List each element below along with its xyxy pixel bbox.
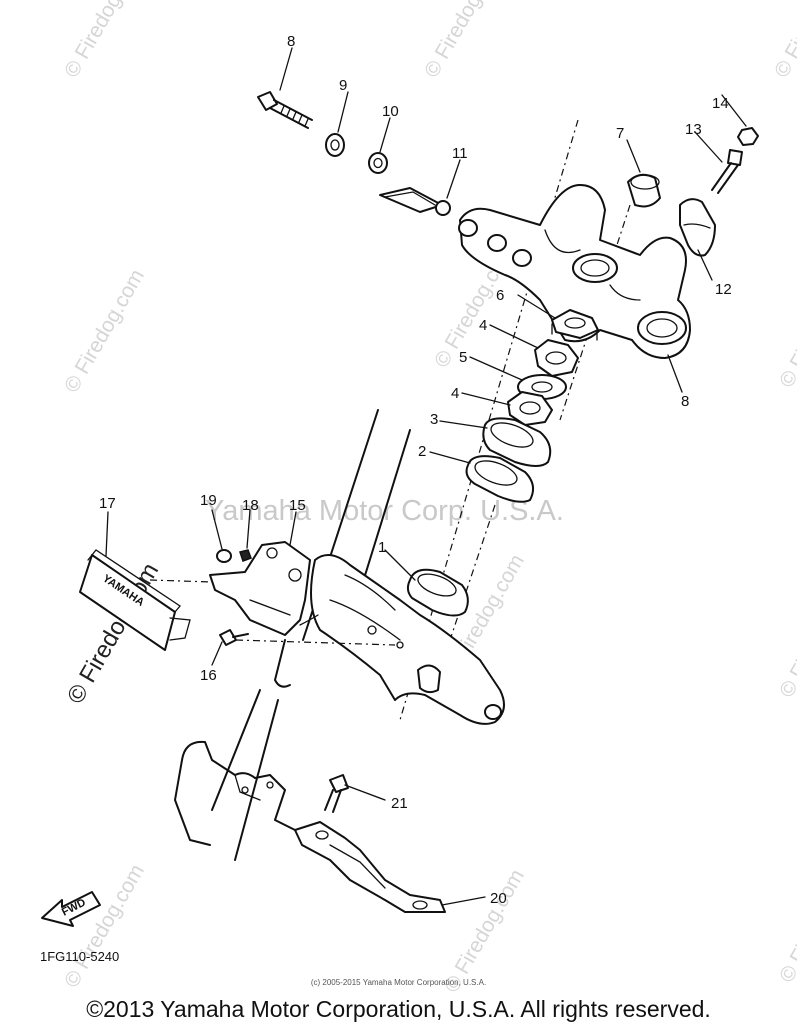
bolt-9 [257,91,313,129]
leader-lines [105,47,747,906]
callout-2: 2 [418,443,426,460]
bearing-2 [465,455,535,503]
brace-21 [294,821,446,913]
callout-19: 18 [242,497,259,514]
callout-1: 1 [378,539,386,556]
callout-22: 21 [391,795,408,812]
callout-17: 16 [200,667,217,684]
callout-13: 12 [715,281,732,298]
bolt-22 [324,774,349,813]
nut-15 [737,127,759,146]
screw-17 [219,629,249,646]
bracket-16 [209,541,319,688]
nut-19 [239,549,252,562]
lock-washer-6 [551,309,599,341]
bearing-1 [406,568,469,617]
lower-bracket [310,554,505,725]
callout-11: 10 [382,103,399,120]
callout-labels: 8 9 10 11 7 14 13 12 10 8 6 4 5 4 3 2 1 … [99,33,732,907]
callout-10: 9 [339,77,347,94]
callout-5: 5 [459,349,467,366]
callout-20: 19 [200,492,217,509]
callout-7: 7 [616,125,624,142]
lock-washer-10 [325,133,345,157]
callout-12: 11 [452,145,468,162]
callout-9: 8 [287,33,295,50]
callout-6: 6 [496,287,504,304]
part-code: 1FG110-5240 [40,949,120,964]
callout-21: 20 [490,890,507,907]
callout-3: 3 [430,411,438,428]
cap-7 [627,173,661,208]
ring-nut-4-lower [507,391,553,426]
copyright-notice: ©2013 Yamaha Motor Corporation, U.S.A. A… [86,996,711,1022]
callout-15: 14 [712,95,729,112]
callout-4-lower: 4 [451,385,459,402]
callout-8: 8 [681,393,689,410]
washer-20 [216,549,232,563]
clamp-12 [379,187,451,216]
small-copyright: (c) 2005-2015 Yamaha Motor Corporation, … [310,978,487,987]
bearing-3 [482,417,552,467]
ring-nut-4-upper [534,339,579,377]
plate-18: YAMAHA [79,549,191,651]
callout-4-upper: 4 [479,317,487,334]
upper-bracket-8 [458,184,691,359]
washer-11 [368,152,388,174]
fork-lower-legs [174,740,296,846]
callout-16: 15 [289,497,306,514]
fwd-arrow: FWD [41,891,101,927]
callout-18: 17 [99,495,116,512]
callout-14: 13 [685,121,702,138]
bolt-14 [711,149,743,194]
holder-13 [679,198,716,257]
